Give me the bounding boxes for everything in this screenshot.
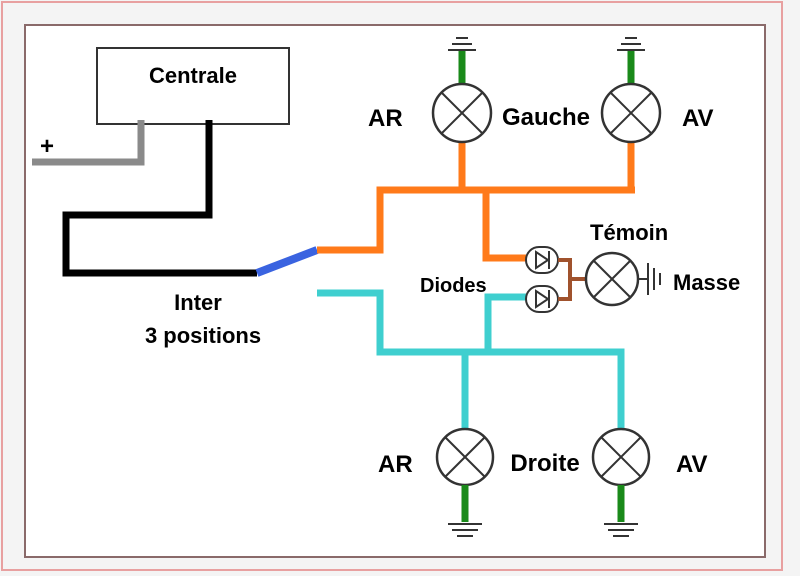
gauche-label: Gauche bbox=[502, 104, 590, 131]
right-feed-wire bbox=[317, 289, 625, 432]
temoin-ground bbox=[638, 263, 661, 295]
temoin-lamp bbox=[584, 251, 640, 307]
common-wire bbox=[62, 120, 257, 277]
left-rear-label: AR bbox=[368, 105, 403, 132]
inter-label-line2: 3 positions bbox=[145, 323, 261, 348]
droite-label: Droite bbox=[510, 450, 579, 477]
left-diode-wire bbox=[482, 190, 526, 262]
right-diode-wire bbox=[484, 293, 526, 352]
lamp-right-rear bbox=[435, 427, 495, 537]
left-circuit-wires bbox=[317, 140, 635, 262]
centrale-label: Centrale bbox=[149, 63, 237, 88]
left-feed-wire bbox=[317, 186, 635, 254]
outer-frame bbox=[1, 1, 783, 571]
lamp-left-rear bbox=[431, 37, 493, 144]
right-circuit-wires bbox=[317, 289, 625, 432]
switch-blade[interactable] bbox=[255, 246, 319, 277]
diodes-label: Diodes bbox=[420, 275, 487, 297]
lamp-left-front bbox=[600, 37, 662, 144]
right-front-label: AV bbox=[676, 451, 708, 478]
temoin-label: Témoin bbox=[590, 220, 668, 245]
plus-label: + bbox=[40, 133, 54, 160]
right-rear-label: AR bbox=[378, 451, 413, 478]
diode-top bbox=[525, 246, 559, 274]
inter-label-line1: Inter bbox=[174, 290, 222, 315]
power-wire bbox=[32, 120, 145, 166]
masse-label: Masse bbox=[673, 270, 740, 295]
lamp-right-front bbox=[591, 427, 651, 537]
left-front-label: AV bbox=[682, 105, 714, 132]
diode-bottom bbox=[525, 285, 559, 313]
centrale-box bbox=[96, 47, 290, 125]
